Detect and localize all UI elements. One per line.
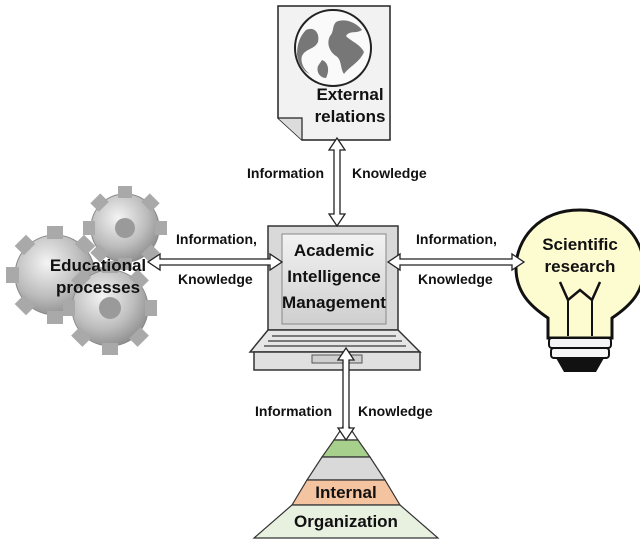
flow-label-bottom-right: Knowledge <box>358 403 433 419</box>
internal-label-line1: Internal <box>315 483 376 502</box>
flow-label-right-upper: Information, <box>416 231 497 247</box>
internal-label-line2: Organization <box>294 512 398 531</box>
center-label-line2: Intelligence <box>287 267 381 286</box>
arrow-top <box>327 136 347 228</box>
education-label-line1: Educational <box>50 256 146 275</box>
globe-icon <box>294 9 372 87</box>
laptop-icon <box>248 225 422 371</box>
external-label-line1: External <box>316 85 383 104</box>
science-label-line1: Scientific <box>542 235 618 254</box>
arrow-bottom <box>336 346 356 442</box>
center-label-line3: Management <box>282 293 386 312</box>
center-label-line1: Academic <box>294 241 374 260</box>
external-relations-node: External relations <box>277 5 391 141</box>
educational-processes-node: Educational processes <box>6 186 167 355</box>
external-label-line2: relations <box>315 107 386 126</box>
flow-label-left-upper: Information, <box>176 231 257 247</box>
flow-label-left-lower: Knowledge <box>178 271 253 287</box>
gear-icon <box>63 261 157 355</box>
lightbulb-icon <box>514 208 640 372</box>
internal-organization-node: Internal Organization <box>252 420 440 539</box>
arrow-left <box>146 252 284 272</box>
gear-icon <box>83 186 167 270</box>
flow-label-bottom-left: Information <box>255 403 332 419</box>
scientific-research-node: Scientific research <box>514 208 640 372</box>
science-label-line2: research <box>545 257 616 276</box>
flow-label-top-left: Information <box>247 165 324 181</box>
arrow-right <box>386 252 526 272</box>
education-label-line2: processes <box>56 278 140 297</box>
flow-label-top-right: Knowledge <box>352 165 427 181</box>
flow-label-right-lower: Knowledge <box>418 271 493 287</box>
academic-intelligence-node: Academic Intelligence Management <box>248 225 422 371</box>
